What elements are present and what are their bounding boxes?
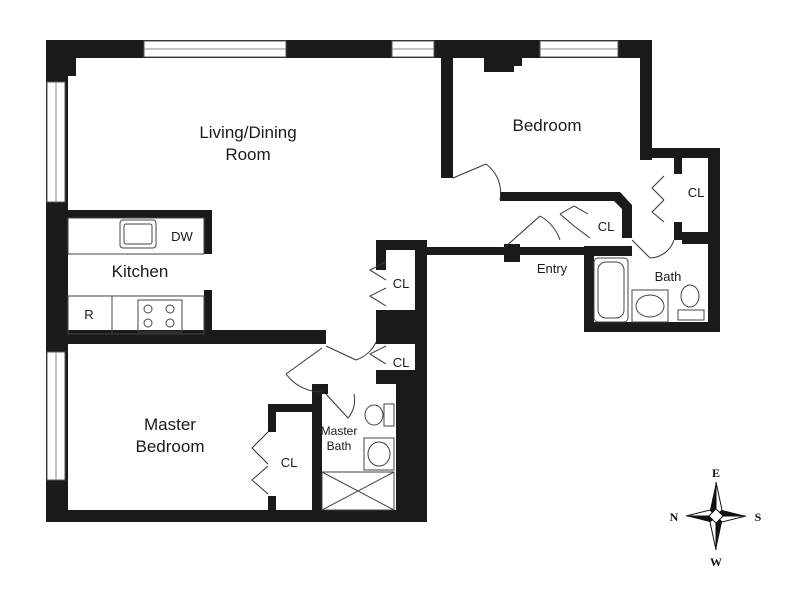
wall-hall-inner — [376, 240, 386, 270]
wall-bedroom-bottom — [500, 192, 632, 238]
wall-corner-notch — [46, 40, 76, 76]
entry-door — [503, 215, 561, 249]
kitchen-range — [137, 299, 183, 333]
kitchen-fixtures — [67, 217, 205, 335]
room-labels: Living/Dining Room Bedroom Kitchen Maste… — [112, 116, 682, 456]
master-closet-label: CL — [281, 455, 298, 470]
wall-hall-inner2 — [376, 370, 426, 384]
bedroom-closet-door — [651, 175, 665, 223]
wall-bath-top — [682, 232, 720, 244]
bath-fixtures — [321, 257, 705, 511]
living-dining-label-1: Living/Dining — [199, 123, 296, 142]
wall-hall-mid — [376, 310, 426, 344]
wall-bedroom-closet-top — [640, 148, 720, 158]
wall-master-bath-right — [396, 384, 427, 522]
master-bath-label-1: Master — [321, 424, 358, 438]
wall-bedroom-notch2 — [512, 58, 522, 66]
kitchen-upper-counter — [67, 217, 205, 255]
wall-bedroom-notch — [484, 58, 514, 72]
wall-bedroom-right — [640, 40, 652, 160]
wall-bedroom-closet-inner2 — [674, 222, 682, 240]
bath-label: Bath — [655, 269, 682, 284]
doors — [251, 163, 675, 495]
hall-closet-2-label: CL — [393, 355, 410, 370]
hall-closet-2-door — [368, 345, 387, 365]
wall-kitchen-upper — [68, 210, 210, 218]
compass-south-label: S — [755, 510, 762, 524]
hall-door — [325, 341, 377, 361]
master-bedroom-label-1: Master — [144, 415, 196, 434]
wall-master-bath-left — [312, 384, 322, 522]
master-bath-sink — [363, 437, 395, 471]
wall-left-mid — [46, 210, 68, 344]
master-bedroom-label-2: Bedroom — [136, 437, 205, 456]
compass-south-point — [716, 510, 746, 516]
floor-areas — [66, 58, 640, 330]
bath-door — [631, 239, 675, 259]
hall-closet-1-door — [368, 261, 387, 307]
bedroom-label: Bedroom — [513, 116, 582, 135]
bath-sink — [631, 289, 669, 323]
wall-bath-top-left — [584, 246, 632, 256]
windows — [46, 40, 619, 481]
compass-north-label: N — [670, 510, 679, 524]
bedroom-closet-label: CL — [688, 185, 705, 200]
dishwasher-label: DW — [171, 229, 193, 244]
wall-master-bath-top — [312, 384, 328, 394]
master-bath-door — [325, 393, 356, 419]
entry-closet-label: CL — [598, 219, 615, 234]
bath-toilet-tank — [677, 309, 705, 321]
compass-west-point — [716, 516, 722, 550]
compass-east-label: E — [712, 466, 720, 480]
compass-north-point — [686, 516, 716, 522]
wall-bedroom-closet-inner — [674, 158, 682, 174]
master-bath-label-2: Bath — [327, 439, 352, 453]
compass-west-label: W — [710, 555, 722, 569]
wall-master-closet-side2 — [268, 496, 276, 512]
compass-rose: E W N S — [670, 466, 762, 569]
living-dining-label-2: Room — [225, 145, 270, 164]
entry-label: Entry — [537, 261, 568, 276]
hall-closet-1-label: CL — [393, 276, 410, 291]
entry-closet-door — [559, 205, 591, 239]
bedroom-floor — [445, 58, 640, 205]
closet-labels: CL CL CL CL CL — [281, 185, 705, 470]
bath-tub — [593, 257, 629, 323]
wall-bath-left — [584, 246, 594, 332]
master-bath-toilet-tank — [383, 403, 395, 427]
kitchen-lower-counter — [67, 295, 205, 335]
wall-entry-post — [504, 244, 520, 262]
wall-master-closet-top — [272, 404, 316, 412]
kitchen-sink — [119, 219, 157, 249]
wall-bottom — [46, 510, 426, 522]
wall-bath-bottom — [584, 322, 720, 332]
bath-toilet — [680, 284, 700, 308]
wall-kitchen-lower-end — [204, 290, 212, 334]
wall-hall-top — [376, 240, 426, 250]
master-bath-shower — [321, 471, 395, 511]
appliance-labels: DW R — [84, 229, 193, 322]
kitchen-label: Kitchen — [112, 262, 169, 281]
wall-kitchen-upper-end — [204, 210, 212, 254]
refrigerator-label: R — [84, 307, 93, 322]
wall-bedroom-left — [441, 58, 453, 178]
living-floor — [66, 58, 445, 330]
master-closet-door — [251, 431, 269, 495]
compass-east-point — [710, 482, 716, 516]
master-bath-toilet — [364, 404, 384, 426]
wall-master-closet-side — [268, 404, 276, 432]
wall-top-right — [620, 40, 646, 58]
bedroom-door — [452, 163, 502, 201]
wall-living-master — [46, 330, 326, 344]
master-bedroom-door — [285, 347, 323, 393]
